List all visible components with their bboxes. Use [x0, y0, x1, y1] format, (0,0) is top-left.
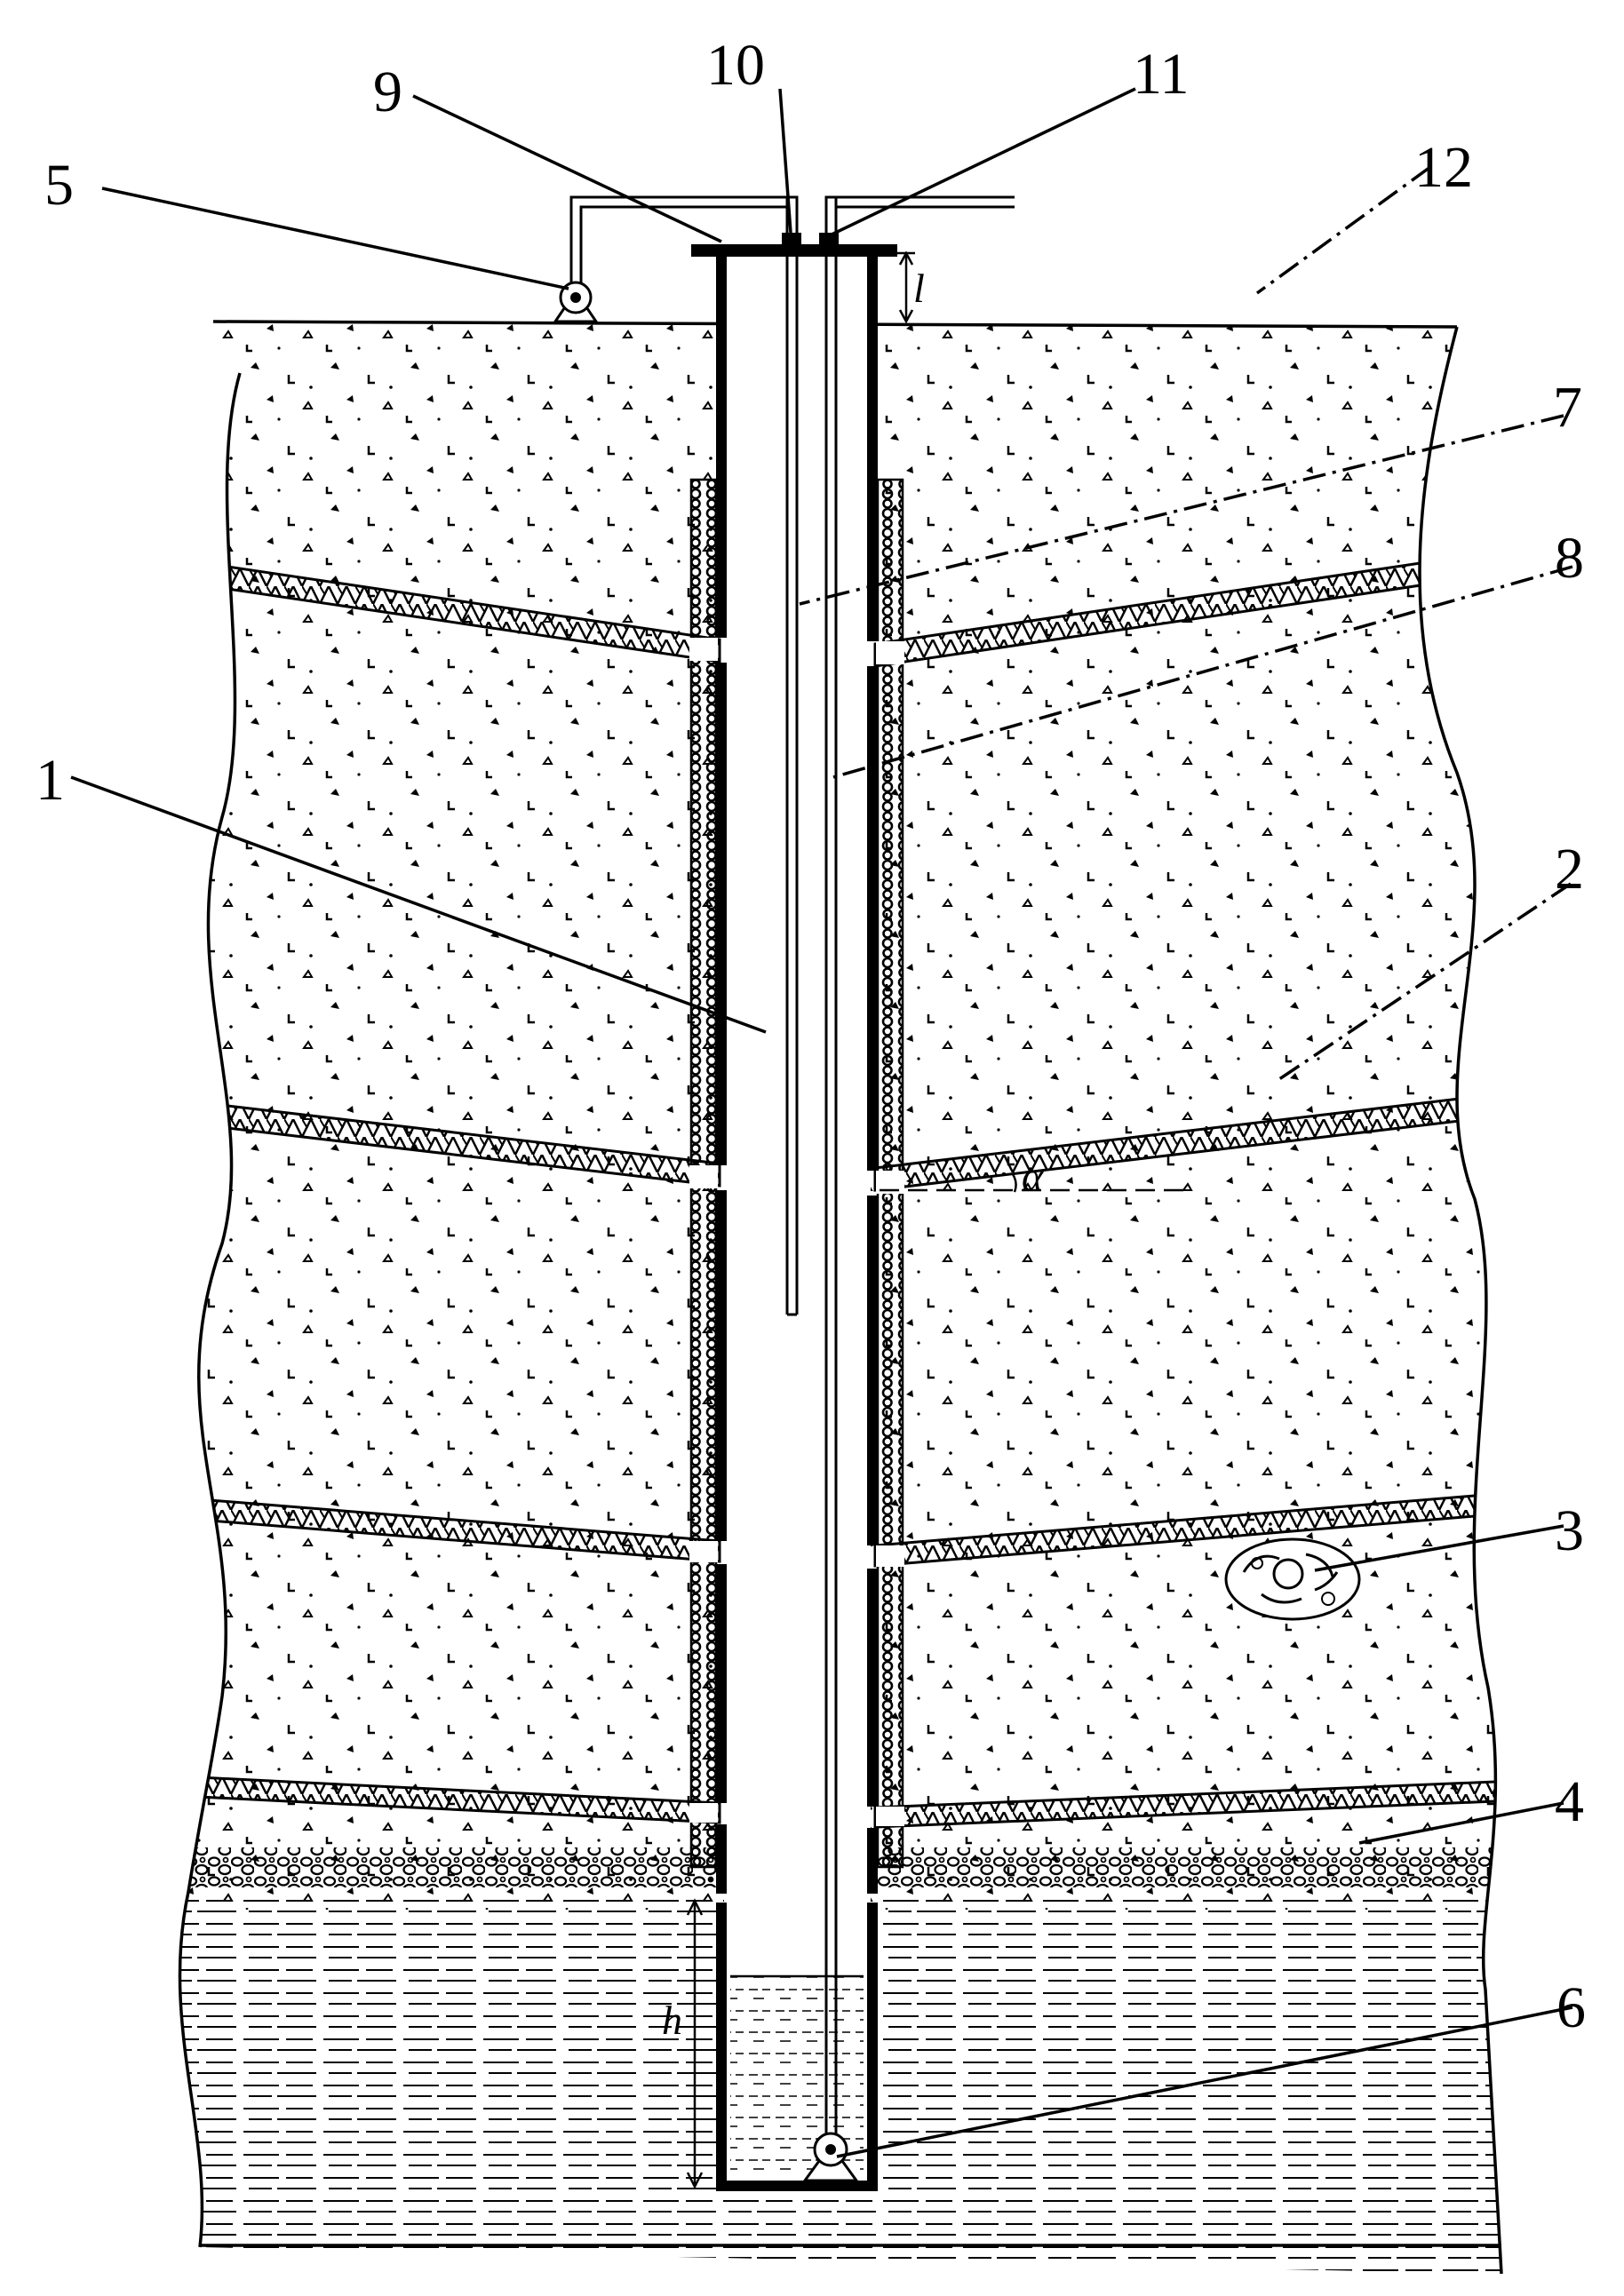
angle-alpha-label: α: [1022, 1154, 1044, 1199]
callout-2: 2: [1555, 837, 1584, 902]
callout-4: 4: [1555, 1769, 1584, 1834]
callout-5: 5: [44, 153, 74, 218]
ground-outline: [178, 326, 1503, 2275]
callout-1: 1: [36, 748, 65, 813]
callout-3: 3: [1555, 1498, 1584, 1563]
dimension-h-label: h: [662, 1998, 682, 2043]
callout-9: 9: [373, 60, 402, 124]
well-cap: [691, 244, 897, 257]
callout-8: 8: [1555, 526, 1584, 591]
surface-pipe-left: [569, 195, 799, 298]
callout-11: 11: [1133, 42, 1190, 107]
pipe-7: [785, 197, 799, 1316]
callout-12: 12: [1414, 135, 1473, 200]
gravel-pack: [689, 478, 904, 1869]
dimension-l-label: l: [913, 266, 925, 311]
angle-alpha: α: [880, 1154, 1190, 1199]
leader-lines: [70, 87, 1573, 2158]
callout-10: 10: [706, 33, 765, 98]
pipe-8: [824, 197, 838, 2149]
dimension-h: h: [662, 1898, 704, 2189]
callout-6: 6: [1556, 1975, 1586, 2040]
callout-labels: 5 9 10 11 12 7 8 1 2 3 4 6: [36, 33, 1586, 2040]
fitting-11: [819, 233, 839, 247]
boulder-lens: [1224, 1537, 1361, 1621]
surface-pipe-right: [824, 195, 1015, 233]
dimension-l: l: [897, 250, 925, 324]
callout-7: 7: [1553, 375, 1582, 440]
well-casing: [716, 253, 878, 2191]
fitting-10: [782, 233, 801, 247]
